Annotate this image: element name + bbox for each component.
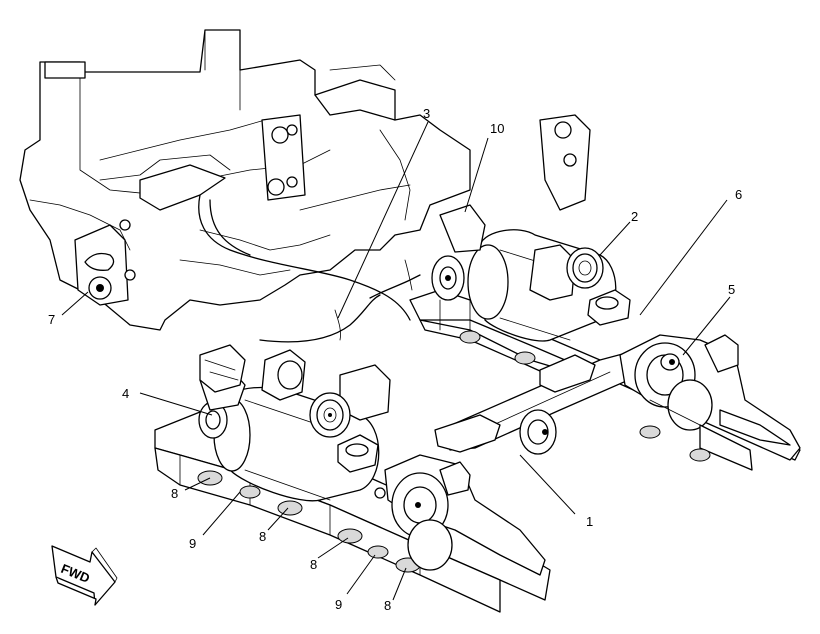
callout-6: 6 xyxy=(735,187,742,202)
left-track-roller-frame xyxy=(154,344,551,613)
callout-8b: 8 xyxy=(259,529,266,544)
callout-10: 10 xyxy=(490,121,504,136)
right-idler-assembly xyxy=(619,334,801,471)
callout-8c: 8 xyxy=(310,557,317,572)
left-idler-assembly xyxy=(374,454,546,576)
callout-9a: 9 xyxy=(189,536,196,551)
callout-1: 1 xyxy=(586,514,593,529)
callout-4: 4 xyxy=(122,386,129,401)
main-frame xyxy=(19,29,471,331)
callout-3: 3 xyxy=(423,106,430,121)
callout-8d: 8 xyxy=(384,598,391,613)
forward-direction-arrow-icon: FWD xyxy=(51,545,118,606)
callout-8a: 8 xyxy=(171,486,178,501)
callout-labels: 3 10 2 6 5 1 4 7 8 9 8 8 9 8 xyxy=(48,106,742,613)
callout-9b: 9 xyxy=(335,597,342,612)
leader-lines xyxy=(61,121,731,601)
callout-2: 2 xyxy=(631,209,638,224)
hydraulic-lines xyxy=(198,194,421,343)
callout-7: 7 xyxy=(48,312,55,327)
callout-5: 5 xyxy=(728,282,735,297)
